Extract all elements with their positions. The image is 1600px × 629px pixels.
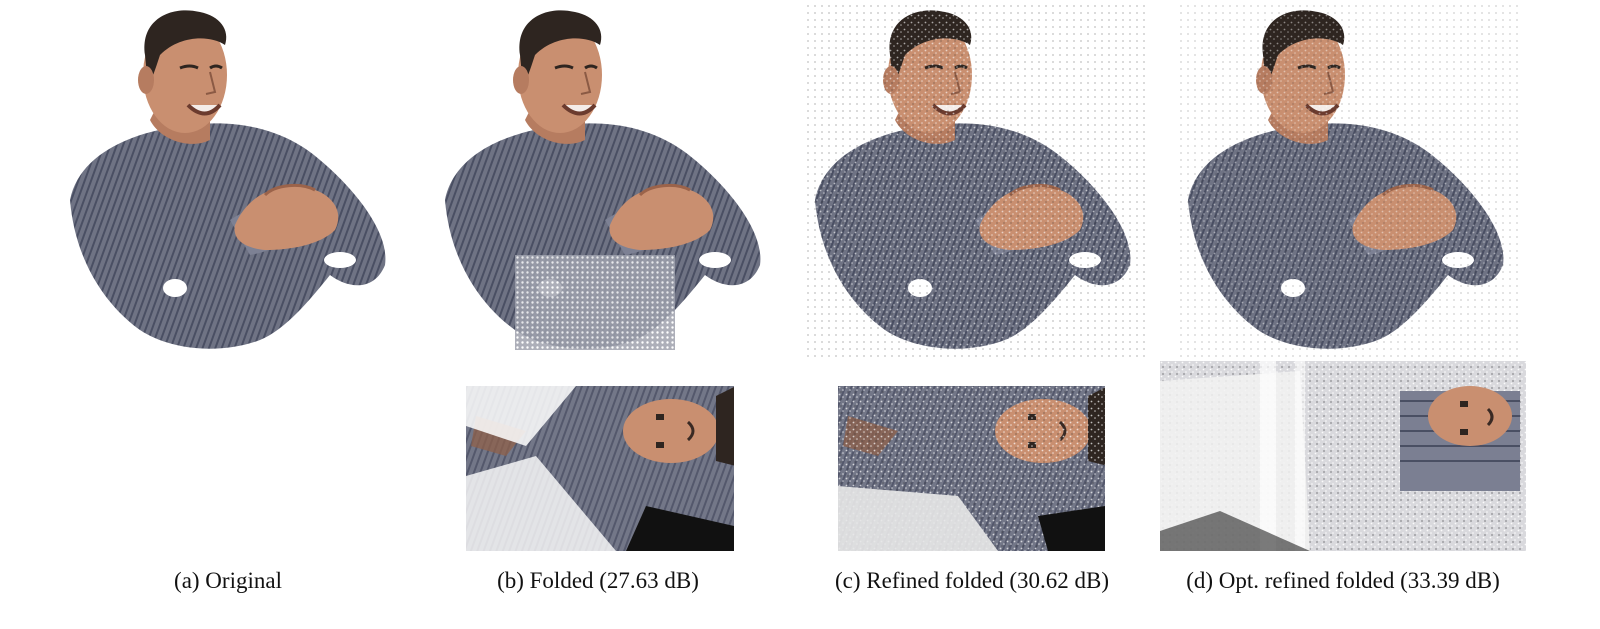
folded-image-b — [466, 386, 734, 551]
caption-a: (a) Original — [174, 568, 282, 593]
folded-image-d — [1160, 361, 1526, 551]
caption-b: (b) Folded (27.63 dB) — [497, 568, 699, 593]
caption-d: (d) Opt. refined folded (33.39 dB) — [1186, 568, 1500, 593]
panel-a — [60, 0, 400, 360]
panel-b — [435, 0, 775, 360]
panel-c — [805, 0, 1145, 360]
panel-d — [1178, 0, 1518, 360]
point-cloud-opt-refined-folded — [1178, 0, 1518, 360]
folded-image-c — [838, 386, 1105, 551]
point-cloud-folded — [443, 8, 763, 351]
point-cloud-original — [68, 8, 388, 351]
point-cloud-refined-folded — [805, 0, 1145, 360]
caption-c: (c) Refined folded (30.62 dB) — [834, 568, 1110, 593]
